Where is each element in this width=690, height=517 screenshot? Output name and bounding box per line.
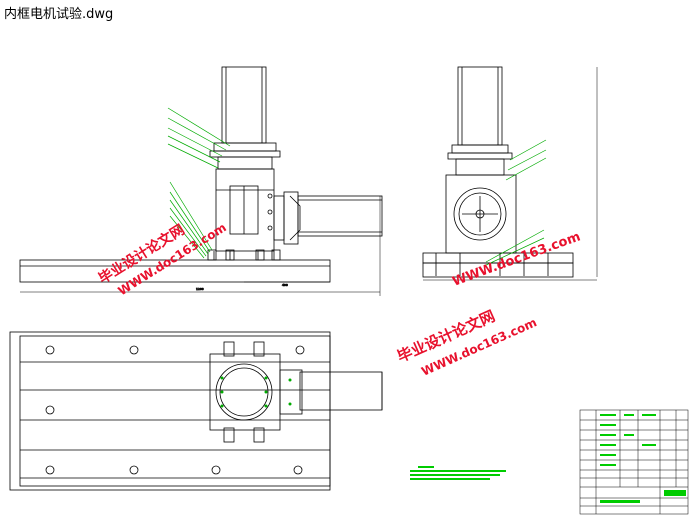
technical-notes <box>410 466 506 480</box>
svg-text:400: 400 <box>282 283 288 287</box>
svg-text:1200: 1200 <box>196 287 204 291</box>
title-block <box>579 409 689 515</box>
front-view: 1200 400 <box>19 66 383 296</box>
watermark-1: 毕业设计论文网 WWW.doc163.com <box>95 220 228 298</box>
top-view <box>9 331 383 491</box>
side-view <box>422 66 598 281</box>
file-name-title: 内框电机试验.dwg <box>4 7 114 22</box>
front-view-leaders <box>167 107 231 259</box>
title-block-fills <box>600 414 686 503</box>
side-view-leaders <box>483 139 547 267</box>
top-view-hatching <box>220 376 292 408</box>
watermark-3: 毕业设计论文网 WWW.doc163.com <box>394 307 538 379</box>
